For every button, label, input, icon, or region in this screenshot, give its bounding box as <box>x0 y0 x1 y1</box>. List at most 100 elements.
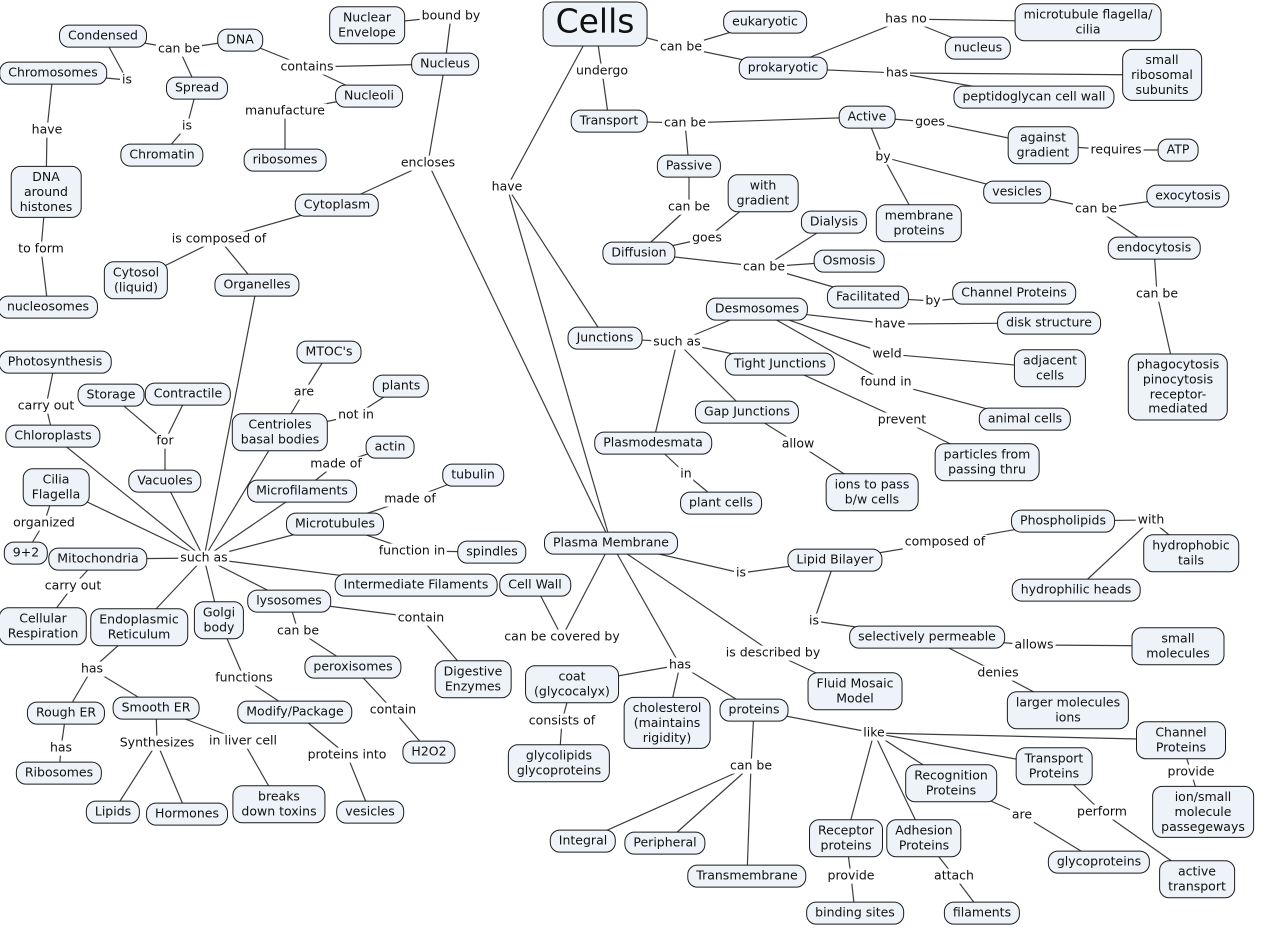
link-label-l_canbe_e[interactable]: can be <box>1133 285 1181 302</box>
link-label-l_iscomposedof[interactable]: is composed of <box>169 230 269 247</box>
link-label-l_canbe_l[interactable]: can be <box>274 622 322 639</box>
concept-node-microtubules[interactable]: Microtubules <box>286 512 384 536</box>
concept-node-h2o2[interactable]: H2O2 <box>402 740 456 764</box>
link-label-l_allow[interactable]: allow <box>779 435 817 452</box>
concept-node-diffusion[interactable]: Diffusion <box>602 241 676 265</box>
concept-node-atp[interactable]: ATP <box>1157 138 1199 162</box>
link-label-l_by_f[interactable]: by <box>923 292 943 309</box>
concept-node-plasmodesmata[interactable]: Plasmodesmata <box>594 431 712 455</box>
link-label-l_notin[interactable]: not in <box>336 406 376 423</box>
concept-node-chromosomes[interactable]: Chromosomes <box>0 61 107 85</box>
link-label-l_provide_r[interactable]: provide <box>825 867 877 884</box>
link-label-l_goes_d[interactable]: goes <box>690 229 724 246</box>
concept-node-hydrophilic_heads[interactable]: hydrophilic heads <box>1011 578 1141 602</box>
concept-node-dialysis[interactable]: Dialysis <box>800 210 868 234</box>
concept-node-centrioles[interactable]: Centrioles basal bodies <box>231 413 329 451</box>
link-label-l_manufacture[interactable]: manufacture <box>243 102 327 119</box>
concept-node-cytoplasm[interactable]: Cytoplasm <box>294 193 380 217</box>
link-label-l_composedof[interactable]: composed of <box>902 533 988 550</box>
concept-node-lysosomes[interactable]: lysosomes <box>247 589 331 613</box>
link-label-l_boundby[interactable]: bound by <box>419 7 483 24</box>
concept-node-hormones[interactable]: Hormones <box>146 802 228 826</box>
link-label-l_madeof1[interactable]: made of <box>308 455 364 472</box>
concept-node-lipid_bilayer[interactable]: Lipid Bilayer <box>787 548 883 572</box>
concept-node-vesicles1[interactable]: vesicles <box>983 180 1051 204</box>
link-label-l_proteinsinto[interactable]: proteins into <box>305 746 389 763</box>
concept-node-exocytosis[interactable]: exocytosis <box>1146 184 1230 208</box>
link-label-l_prevent[interactable]: prevent <box>875 411 929 428</box>
concept-node-microfilaments[interactable]: Microfilaments <box>247 479 357 503</box>
link-label-l_is_pm[interactable]: is <box>734 564 748 581</box>
link-label-l_toform[interactable]: to form <box>16 240 66 257</box>
concept-node-particles_from[interactable]: particles from passing thru <box>934 443 1040 481</box>
concept-node-phospholipids[interactable]: Phospholipids <box>1011 509 1115 533</box>
link-label-l_by_a[interactable]: by <box>873 148 893 165</box>
concept-node-filaments[interactable]: filaments <box>943 901 1021 925</box>
concept-node-nuclear_envelope[interactable]: Nuclear Envelope <box>329 6 405 44</box>
link-label-l_weld[interactable]: weld <box>870 345 904 362</box>
concept-node-transport[interactable]: Transport <box>570 109 648 133</box>
link-label-l_suchas_j[interactable]: such as <box>651 333 703 350</box>
link-label-l_provide_c[interactable]: provide <box>1165 763 1217 780</box>
link-label-l_like[interactable]: like <box>861 724 887 741</box>
concept-node-eukaryotic[interactable]: eukaryotic <box>723 10 807 34</box>
link-label-l_goes_a[interactable]: goes <box>913 113 947 130</box>
concept-node-cytosol[interactable]: Cytosol (liquid) <box>103 261 169 299</box>
concept-node-fluid_mosaic[interactable]: Fluid Mosaic Model <box>807 672 903 710</box>
link-label-l_are1[interactable]: are <box>291 383 317 400</box>
concept-node-integral[interactable]: Integral <box>549 829 617 853</box>
link-label-l_canbe_d[interactable]: can be <box>740 258 788 275</box>
link-label-l_have_c[interactable]: have <box>489 178 525 195</box>
link-label-l_functionin[interactable]: function in <box>376 542 448 559</box>
concept-node-organelles[interactable]: Organelles <box>214 273 300 297</box>
link-label-l_contain_p[interactable]: contain <box>367 701 419 718</box>
concept-node-modify_package[interactable]: Modify/Package <box>237 700 353 724</box>
concept-node-cellular_respiration[interactable]: Cellular Respiration <box>0 607 88 645</box>
link-label-l_functions[interactable]: functions <box>213 669 275 686</box>
concept-node-nucleus2[interactable]: nucleus <box>944 36 1012 60</box>
link-label-l_in[interactable]: in <box>678 465 694 482</box>
concept-node-digestive_enzymes[interactable]: Digestive Enzymes <box>434 660 512 698</box>
concept-node-facilitated[interactable]: Facilitated <box>826 285 910 309</box>
link-label-l_synthesizes[interactable]: Synthesizes <box>117 734 197 751</box>
concept-node-glycolipids[interactable]: glycolipids glycoproteins <box>507 744 611 782</box>
concept-node-small_molecules[interactable]: small molecules <box>1131 627 1225 665</box>
concept-node-ion_small[interactable]: ion/small molecule passegeways <box>1152 785 1254 839</box>
link-label-l_for[interactable]: for <box>154 432 176 449</box>
concept-node-ions_to_pass[interactable]: ions to pass b/w cells <box>825 473 919 511</box>
link-label-l_canbe_t[interactable]: can be <box>661 114 709 131</box>
concept-node-transport_proteins[interactable]: Transport Proteins <box>1015 747 1093 785</box>
concept-node-peptidoglycan[interactable]: peptidoglycan cell wall <box>953 85 1115 109</box>
concept-node-phagocytosis[interactable]: phagocytosis pinocytosis receptor-mediat… <box>1127 353 1229 421</box>
concept-node-selectively_permeable[interactable]: selectively permeable <box>849 625 1005 649</box>
concept-node-storage[interactable]: Storage <box>77 383 145 407</box>
concept-node-binding_sites[interactable]: binding sites <box>806 901 904 925</box>
concept-node-endocytosis[interactable]: endocytosis <box>1107 236 1201 260</box>
concept-node-endoplasmic_reticulum[interactable]: Endoplasmic Reticulum <box>90 608 188 646</box>
link-label-l_allows[interactable]: allows <box>1012 636 1056 653</box>
concept-node-channel_proteins1[interactable]: Channel Proteins <box>952 281 1076 305</box>
concept-node-ribosomes2[interactable]: Ribosomes <box>15 761 103 785</box>
concept-node-contractile[interactable]: Contractile <box>144 382 232 406</box>
concept-node-cell_wall[interactable]: Cell Wall <box>499 573 571 597</box>
concept-node-chromatin[interactable]: Chromatin <box>120 143 204 167</box>
concept-node-against_gradient[interactable]: against gradient <box>1007 126 1079 164</box>
link-label-l_attach[interactable]: attach <box>932 867 976 884</box>
concept-node-channel_proteins2[interactable]: Channel Proteins <box>1136 721 1226 759</box>
concept-node-condensed[interactable]: Condensed <box>59 24 147 48</box>
link-label-l_cbcoveredby[interactable]: can be covered by <box>502 628 622 645</box>
concept-node-recognition_proteins[interactable]: Recognition Proteins <box>905 764 997 802</box>
concept-node-junctions[interactable]: Junctions <box>567 326 643 350</box>
link-label-l_carryout1[interactable]: carry out <box>15 397 77 414</box>
link-label-l_are_r[interactable]: are <box>1009 806 1035 823</box>
concept-node-actin[interactable]: actin <box>365 435 415 459</box>
link-label-l_perform[interactable]: perform <box>1075 803 1129 820</box>
concept-node-microtubule_flagella[interactable]: microtubule flagella/ cilia <box>1014 3 1162 41</box>
concept-node-nucleoli[interactable]: Nucleoli <box>335 84 403 108</box>
link-label-l_undergo[interactable]: undergo <box>574 62 630 79</box>
concept-node-cilia_flagella[interactable]: Cilia Flagella <box>22 468 90 506</box>
concept-node-rough_er[interactable]: Rough ER <box>26 701 106 725</box>
link-label-l_contains[interactable]: contains <box>278 58 336 75</box>
concept-node-plasma_membrane[interactable]: Plasma Membrane <box>544 531 678 555</box>
link-label-l_canbe_pv[interactable]: can be <box>665 198 713 215</box>
